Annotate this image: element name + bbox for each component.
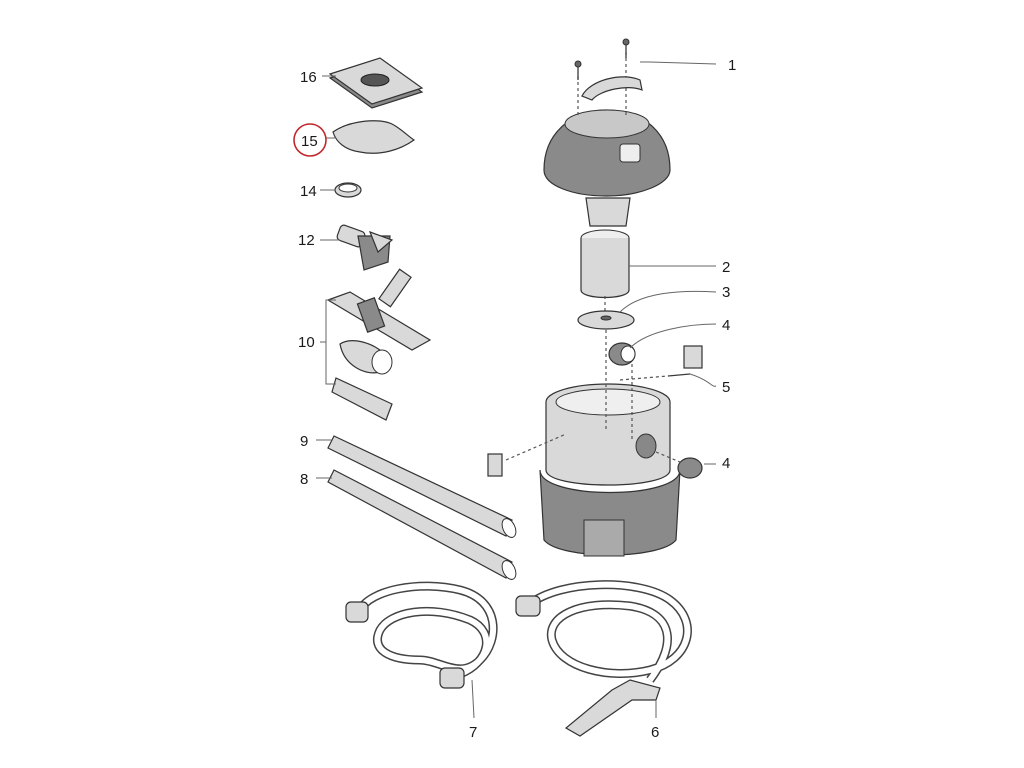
callout-label-4-right: 4 xyxy=(722,455,730,472)
filter-cartridge-part xyxy=(580,229,716,312)
callout-label-7: 7 xyxy=(469,724,477,741)
suction-tube-8-part xyxy=(316,469,517,580)
callout-label-1: 1 xyxy=(728,57,736,74)
suction-tube-9-part xyxy=(316,435,517,538)
callout-label-15: 15 xyxy=(301,133,318,150)
connection-nipple-right-part xyxy=(655,451,716,479)
suction-hose-7-part xyxy=(345,581,498,719)
callout-label-2: 2 xyxy=(722,259,730,276)
callout-label-5: 5 xyxy=(722,379,730,396)
filter-bag-part xyxy=(322,57,424,109)
callout-label-3: 3 xyxy=(722,284,730,301)
float-valve-part xyxy=(577,290,717,430)
motor-head xyxy=(543,52,671,227)
callout-label-12: 12 xyxy=(298,232,315,249)
highlight-ring xyxy=(293,123,327,157)
connection-nipple-top-part xyxy=(608,323,717,440)
callout-label-6: 6 xyxy=(651,724,659,741)
latch-part xyxy=(487,345,717,477)
callout-label-8: 8 xyxy=(300,471,308,488)
suction-hose-6-part xyxy=(515,580,692,737)
callout-label-4-top: 4 xyxy=(722,317,730,334)
callout-label-14: 14 xyxy=(300,183,317,200)
container-tank xyxy=(539,383,681,557)
upholstery-nozzle-part xyxy=(320,224,394,271)
callout-label-10: 10 xyxy=(298,334,315,351)
adapter-ring-part xyxy=(320,182,362,198)
cloth-filter-part xyxy=(326,120,416,154)
callout-label-9: 9 xyxy=(300,433,308,450)
floor-nozzle-set-part xyxy=(320,268,432,421)
handle-part xyxy=(574,38,717,101)
callout-label-16: 16 xyxy=(300,69,317,86)
